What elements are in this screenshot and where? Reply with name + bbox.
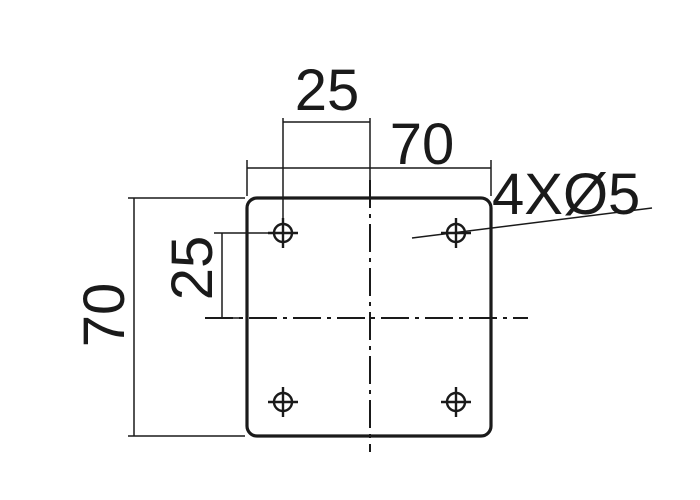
dimension-text-plate-width: 70 <box>390 112 455 177</box>
dimension-text-hole-spacing-y: 25 <box>160 236 225 301</box>
dimension-hole-spacing-y <box>214 232 274 319</box>
hole-note-leader <box>411 207 653 239</box>
dimension-plate-width <box>246 160 492 196</box>
dimension-plate-height <box>128 197 245 437</box>
dimension-text-hole-spacing-x: 25 <box>295 58 360 123</box>
dimension-hole-spacing-x <box>282 118 371 222</box>
hole-note-text: 4XØ5 <box>492 162 640 227</box>
hole-bottom-left <box>268 387 298 417</box>
hole-bottom-right <box>441 387 471 417</box>
dimension-text-plate-height: 70 <box>72 283 137 348</box>
